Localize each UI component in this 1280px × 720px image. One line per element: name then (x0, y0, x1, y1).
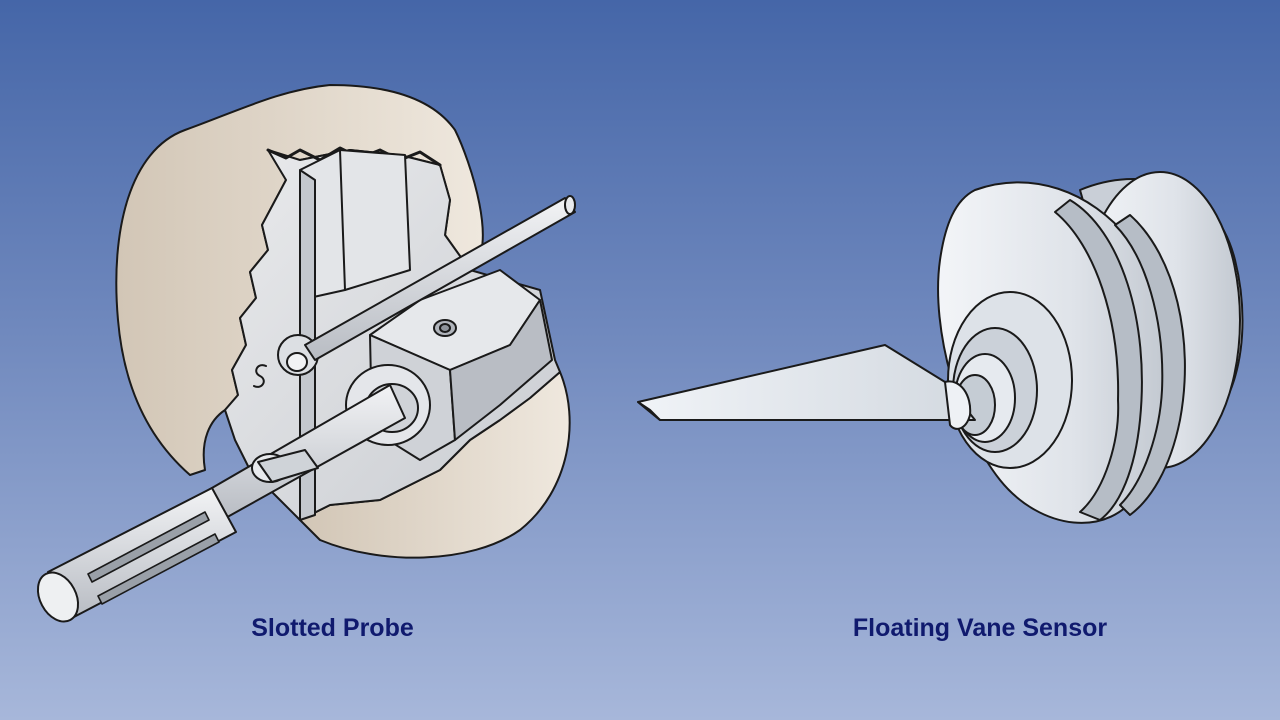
shaft-ring-slot (257, 449, 319, 483)
slot-plate-edge (339, 149, 346, 291)
floating-vane-sensor-illustration (637, 171, 1244, 524)
vane-blade-edge (637, 401, 661, 421)
sensor-groove-1 (1054, 199, 1143, 521)
block-hole-inner (439, 323, 451, 333)
slotted-probe-illustration (36, 84, 576, 623)
upper-rod-end (564, 195, 576, 215)
upper-rod (304, 197, 576, 361)
pivot-pin (286, 352, 308, 372)
vane-root (944, 380, 972, 430)
vane-blade (637, 344, 976, 421)
s-mark (253, 364, 267, 388)
floating-vane-sensor-label: Floating Vane Sensor (852, 614, 1108, 642)
sensor-groove-2 (1114, 214, 1186, 516)
probe-slot-1 (87, 511, 210, 583)
mounting-block-side (449, 299, 553, 441)
probe-slot-2 (97, 533, 220, 605)
probe-tip (36, 571, 80, 623)
slotted-probe-label: Slotted Probe (251, 614, 414, 642)
